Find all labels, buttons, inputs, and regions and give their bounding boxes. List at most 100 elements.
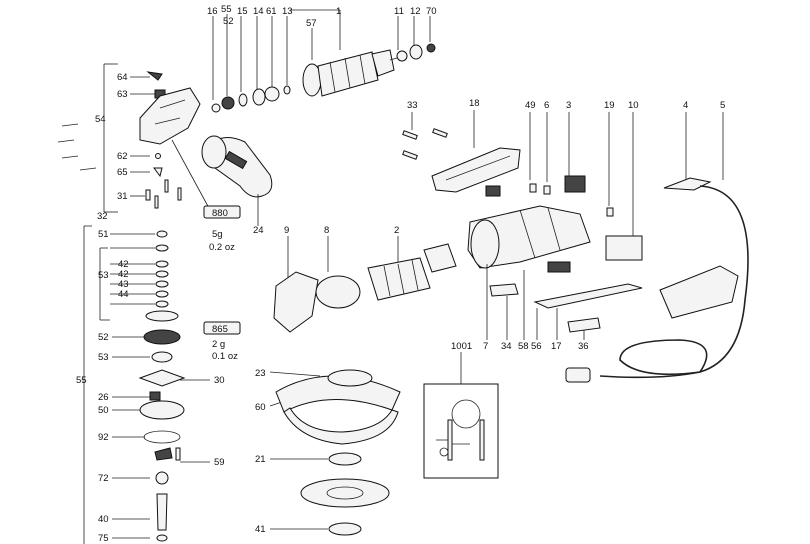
label-16: 16: [207, 6, 218, 17]
guard-60: [275, 375, 401, 413]
gear-housing-54: [139, 87, 201, 145]
label-12: 12: [410, 6, 421, 17]
grease-b-code: 865: [212, 324, 228, 335]
label-34: 34: [501, 341, 512, 352]
label-52-top: 52: [223, 16, 234, 27]
label-49: 49: [525, 100, 536, 111]
bearing-flange-50: [139, 400, 185, 420]
cable-4: [663, 177, 712, 191]
washer-15: [238, 93, 248, 107]
label-11: 11: [394, 6, 404, 17]
label-21: 21: [255, 454, 266, 465]
label-53: 53: [98, 352, 109, 363]
washer-13: [283, 85, 291, 95]
label-65: 65: [117, 167, 128, 178]
switch-3: [564, 175, 586, 193]
label-41: 41: [255, 524, 266, 535]
label-13: 13: [282, 6, 293, 17]
electronics-10: [605, 235, 643, 261]
label-42a: 42: [118, 259, 129, 270]
label-33: 33: [407, 100, 418, 111]
label-26: 26: [98, 392, 109, 403]
label-30: 30: [214, 375, 225, 386]
ring-14: [252, 88, 266, 106]
nut-41: [328, 522, 362, 536]
grease-a-qty: 5g: [212, 229, 223, 240]
label-31: 31: [117, 191, 128, 202]
label-42b: 42: [118, 269, 129, 280]
label-59: 59: [214, 457, 225, 468]
bevel-gear-52: [143, 329, 181, 345]
power-cord-5: [565, 185, 749, 383]
label-24: 24: [253, 225, 264, 236]
stack-leaders: [110, 233, 210, 539]
handle-cover: [659, 265, 739, 319]
gear-head-group: [57, 63, 241, 219]
label-64: 64: [117, 72, 128, 83]
brush-holder-9: [273, 271, 319, 333]
label-1001: 1001: [451, 341, 472, 352]
label-18: 18: [469, 98, 480, 109]
label-5: 5: [720, 100, 725, 111]
grease-a-code: 880: [212, 208, 228, 219]
label-1: 1: [336, 6, 341, 17]
armature-1: [302, 49, 405, 97]
label-53-top: 53: [98, 270, 109, 281]
bearing-16: [211, 103, 221, 113]
clamp-23: [327, 369, 373, 387]
ring-61: [264, 86, 280, 102]
inset-frame: [423, 383, 499, 479]
bearing-11: [396, 50, 408, 62]
label-40: 40: [98, 514, 109, 525]
part-number-labels: 16 55 52 15 14 61 13 1 57 11 12 70 64 63…: [76, 4, 725, 544]
label-72: 72: [98, 473, 109, 484]
armature-parts: [211, 43, 436, 113]
label-36: 36: [578, 341, 589, 352]
switch-cover-18: [431, 147, 521, 193]
part-58: [485, 185, 501, 197]
stator-group: [273, 236, 457, 333]
grinding-disc: [300, 478, 390, 508]
label-54: 54: [95, 114, 106, 125]
guard-and-disc: [269, 369, 401, 536]
pad-36: [567, 317, 601, 333]
clip-70: [426, 43, 436, 53]
side-handle-24: [201, 135, 273, 226]
switch-housing-group: [402, 110, 739, 340]
top-row-leaders: [212, 9, 431, 100]
label-10: 10: [628, 100, 639, 111]
stator-2: [367, 257, 431, 301]
grease-a-oz: 0.2 oz: [209, 242, 235, 253]
pad-34: [489, 283, 519, 297]
ring-12: [409, 44, 423, 60]
label-55-top: 55: [221, 4, 232, 15]
spindle-40: [156, 493, 168, 531]
label-61: 61: [266, 6, 277, 17]
switch-rod-56: [533, 283, 643, 309]
label-15: 15: [237, 6, 248, 17]
label-56: 56: [531, 341, 542, 352]
label-55: 55: [76, 375, 87, 386]
label-14: 14: [253, 6, 264, 17]
nut-55: [221, 96, 235, 110]
spindle-stack: [83, 225, 241, 544]
part-58b: [547, 261, 571, 273]
label-17: 17: [551, 341, 562, 352]
fan-guide-8: [315, 275, 361, 309]
screws-left: [57, 123, 97, 171]
label-2: 2: [394, 225, 399, 236]
label-9: 9: [284, 225, 289, 236]
label-8: 8: [324, 225, 329, 236]
label-32: 32: [97, 211, 108, 222]
inset-1001: [423, 352, 499, 479]
label-4: 4: [683, 100, 688, 111]
label-50: 50: [98, 405, 109, 416]
flange-21: [328, 452, 362, 466]
label-43: 43: [118, 279, 129, 290]
label-3: 3: [566, 100, 571, 111]
label-7: 7: [483, 341, 488, 352]
label-52: 52: [98, 332, 109, 343]
label-75: 75: [98, 533, 109, 544]
